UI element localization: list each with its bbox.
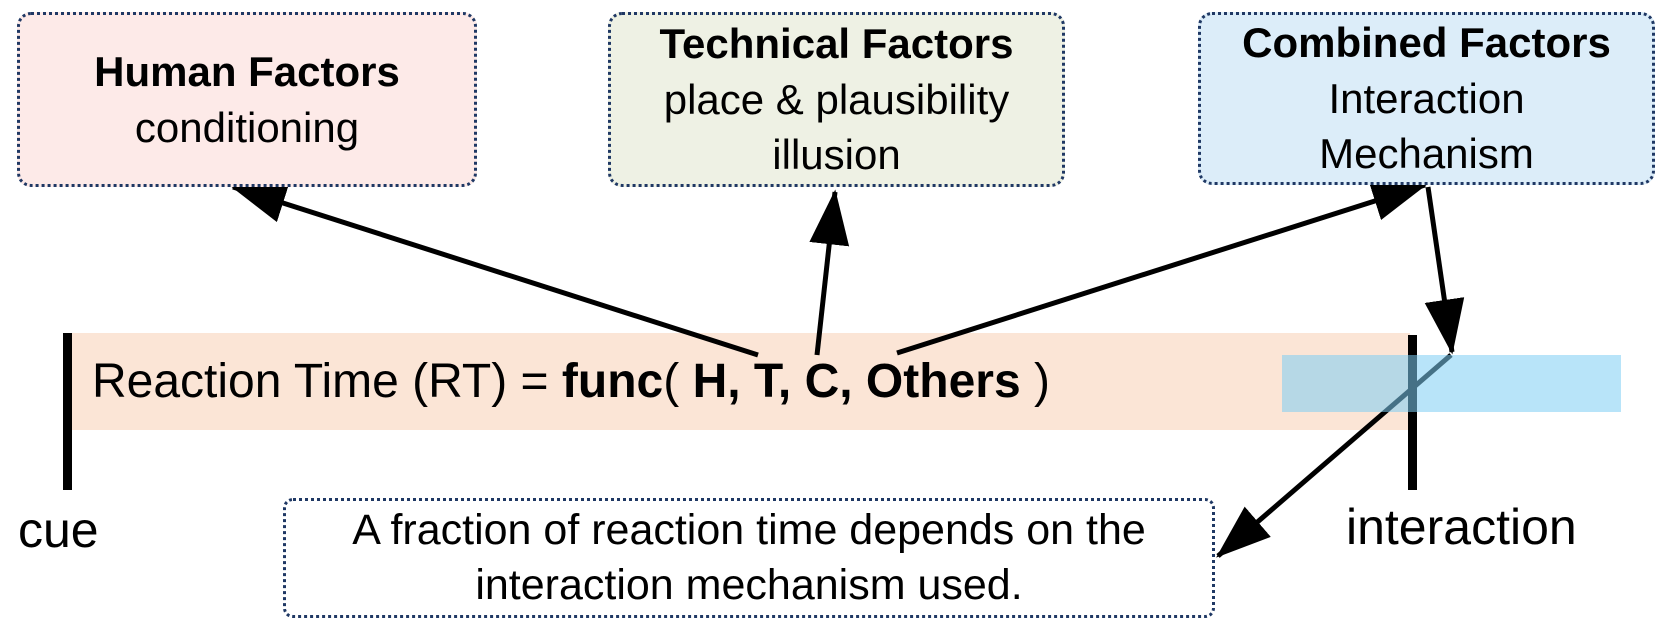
cue-label: cue xyxy=(18,502,99,558)
technical-factors-subtitle-line1: place & plausibility xyxy=(663,75,1010,123)
combined-factors-subtitle-line2: Mechanism xyxy=(1319,130,1534,178)
arrow-c-to-combined-factors xyxy=(896,181,1428,356)
technical-factors-box: Technical Factors place & plausibility i… xyxy=(608,12,1065,187)
reaction-time-formula: Reaction Time (RT) = func( H, T, C, Othe… xyxy=(92,333,1050,430)
human-factors-box: Human Factors conditioning xyxy=(17,12,477,187)
formula-prefix: Reaction Time (RT) = xyxy=(92,355,562,408)
arrow-h-to-human-factors xyxy=(230,183,759,358)
arrow-combined-to-highlight xyxy=(1424,186,1465,355)
note-box: A fraction of reaction time depends on t… xyxy=(283,498,1215,618)
formula-close-paren: ) xyxy=(1020,355,1050,408)
combined-factors-box: Combined Factors Interaction Mechanism xyxy=(1198,12,1655,185)
arrow-t-to-technical-factors xyxy=(809,189,850,356)
note-line2: interaction mechanism used. xyxy=(475,561,1023,609)
human-factors-title: Human Factors xyxy=(94,48,400,96)
formula-func-name: func xyxy=(561,355,664,408)
cue-tick xyxy=(63,333,72,490)
technical-factors-subtitle-line2: illusion xyxy=(772,131,901,179)
combined-factors-subtitle-line1: Interaction xyxy=(1328,74,1525,122)
human-factors-subtitle: conditioning xyxy=(134,103,360,151)
combined-factors-title: Combined Factors xyxy=(1242,19,1611,67)
interaction-mechanism-highlight xyxy=(1282,355,1621,412)
technical-factors-title: Technical Factors xyxy=(659,20,1014,68)
interaction-tick xyxy=(1408,335,1417,490)
formula-args: H, T, C, Others xyxy=(692,355,1021,408)
note-line1: A fraction of reaction time depends on t… xyxy=(352,505,1146,554)
interaction-label: interaction xyxy=(1346,499,1577,555)
formula-open-paren: ( xyxy=(663,355,693,408)
